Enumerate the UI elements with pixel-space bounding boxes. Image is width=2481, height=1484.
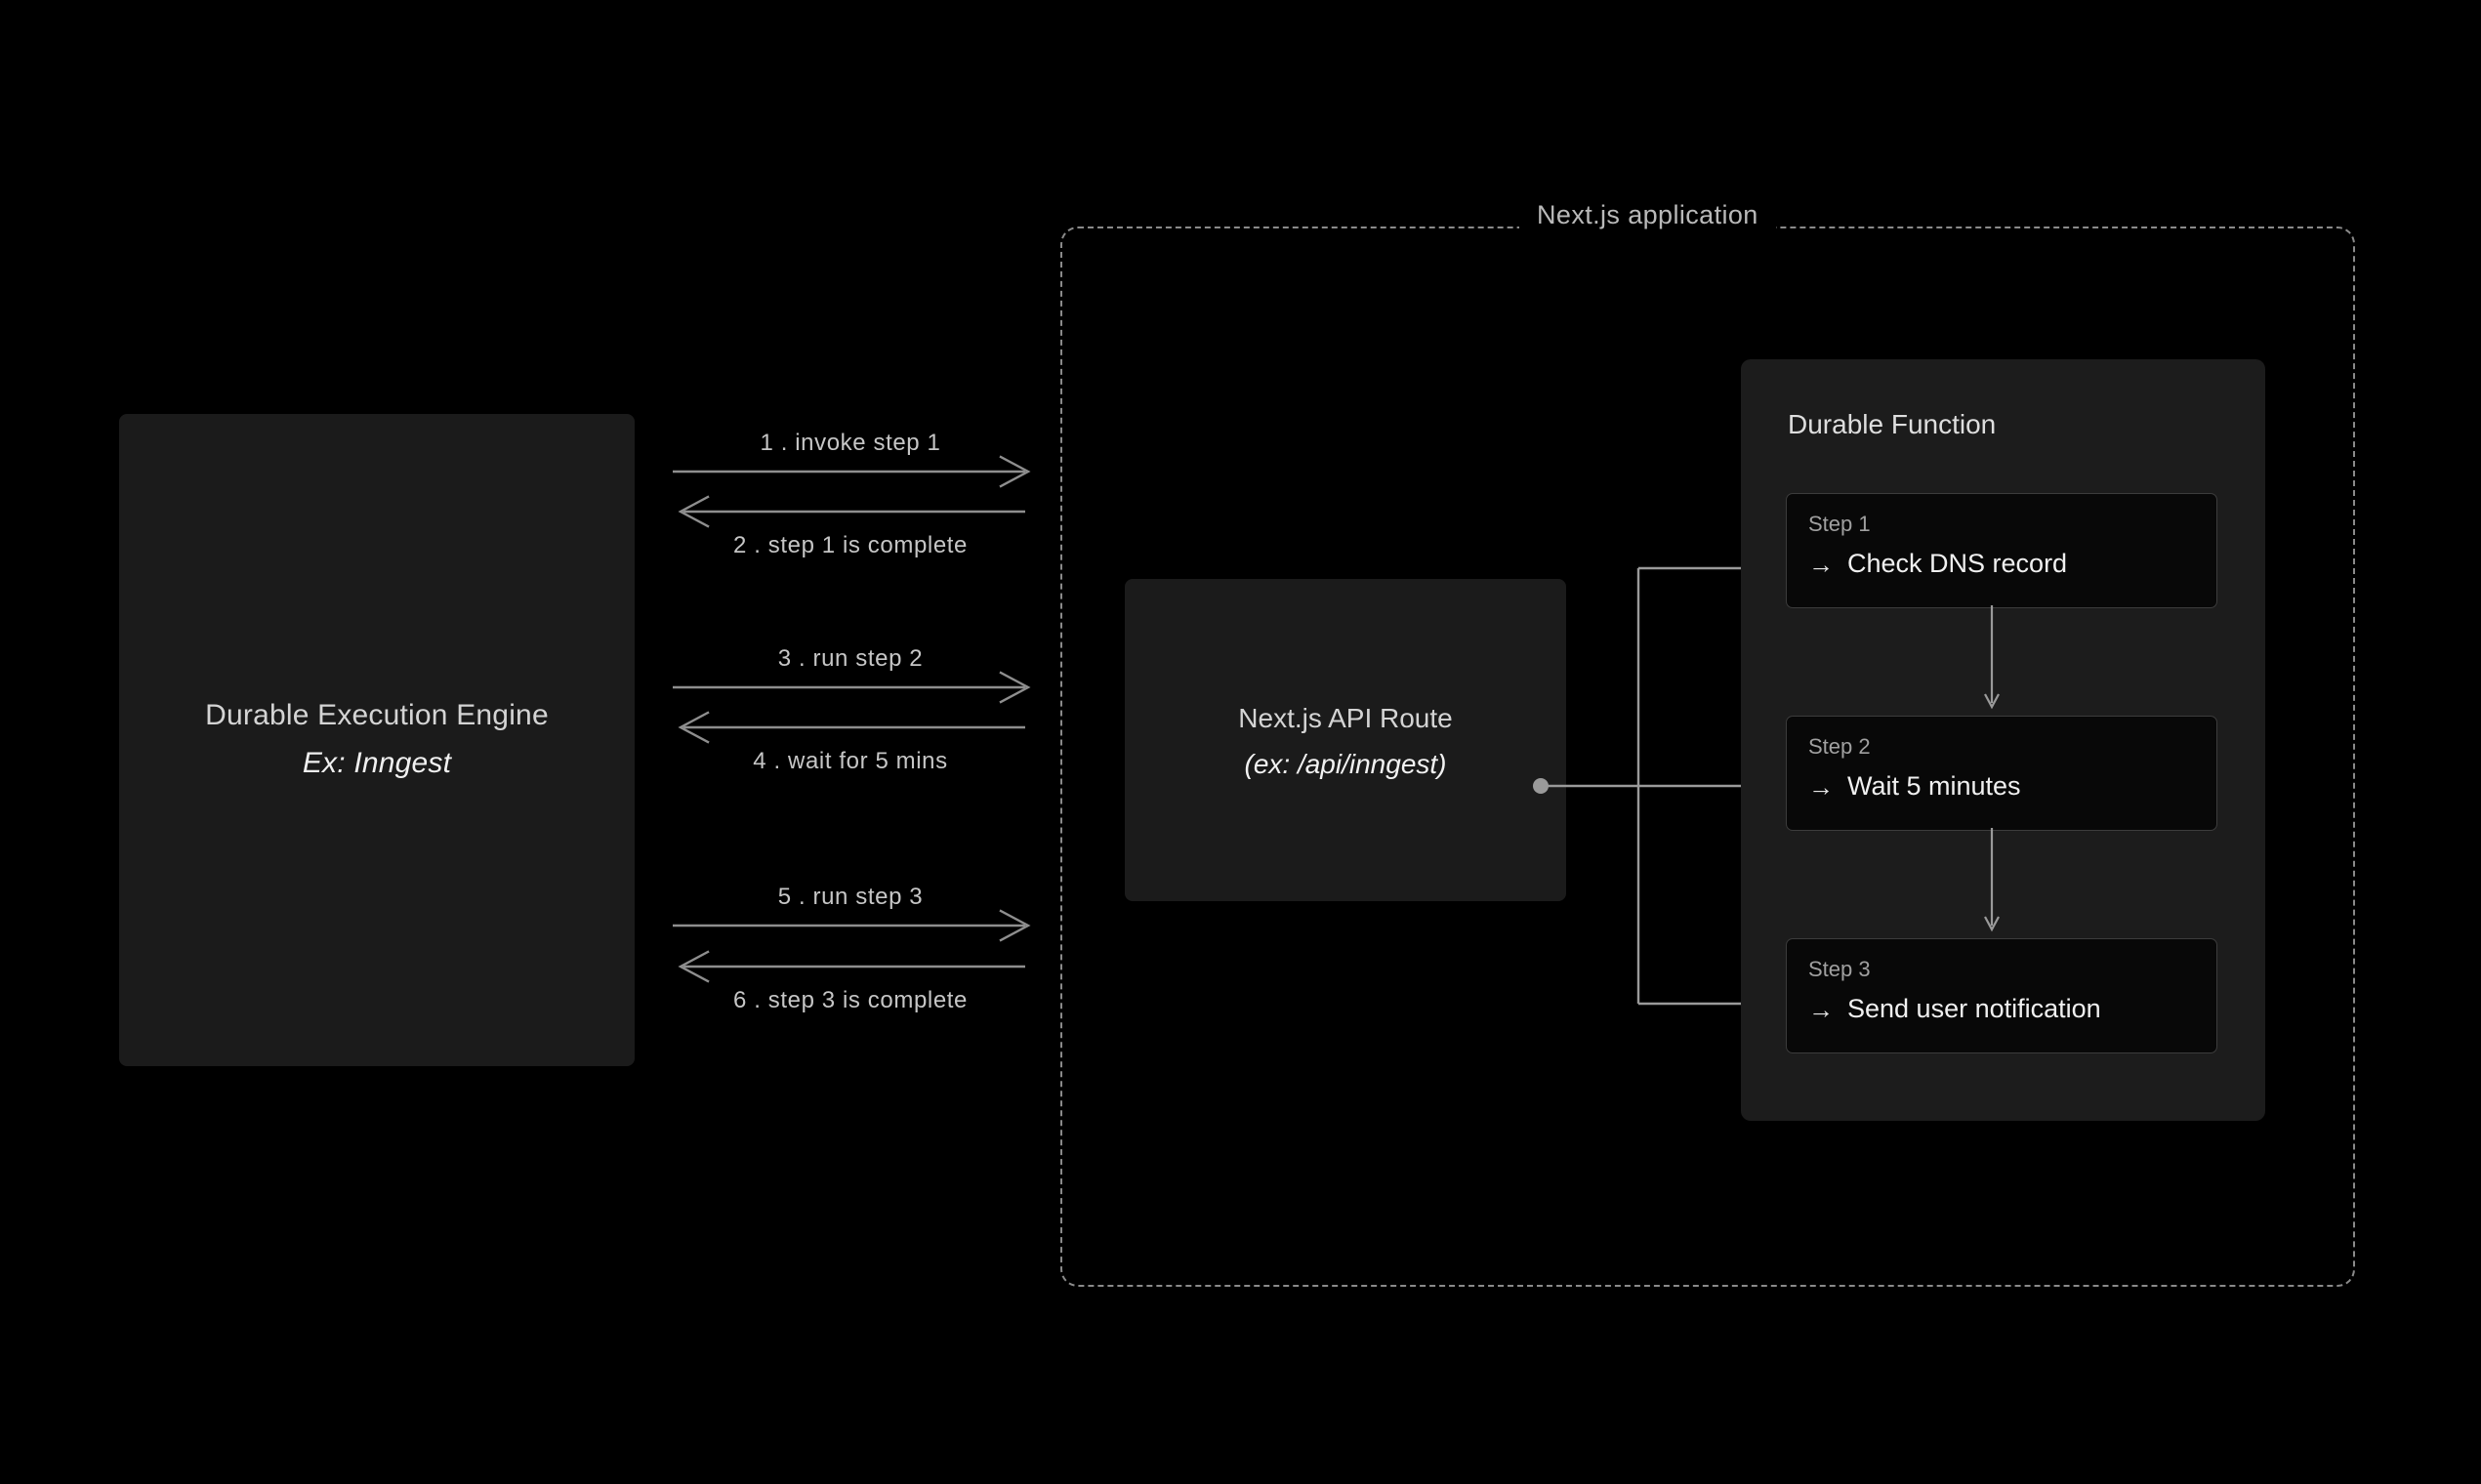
message-label-6: 6 . step 3 is complete [733,987,968,1013]
step-card-1[interactable]: Step 1 → Check DNS record [1786,493,2217,608]
message-arrow-5 [673,909,1031,942]
nextjs-api-route-title: Next.js API Route [1238,703,1453,733]
step-card-2-index: Step 2 [1808,734,1871,759]
durable-function-title: Durable Function [1788,409,1997,439]
step-card-2-text: Wait 5 minutes [1847,771,2021,801]
step-card-3-body: → Send user notification [1808,994,2101,1024]
step-connector-2-3 [1984,828,2000,932]
durable-execution-engine-box [119,414,635,1066]
message-label-1: 1 . invoke step 1 [760,430,941,456]
message-label-3: 3 . run step 2 [777,645,924,672]
message-arrow-4 [678,711,1025,744]
step-card-1-text: Check DNS record [1847,549,2068,578]
arrow-right-icon: → [1808,549,1834,579]
arrow-right-icon: → [1808,994,1834,1024]
message-arrow-6 [678,950,1025,983]
step-connector-1-2 [1984,605,2000,710]
step-card-3-text: Send user notification [1847,994,2101,1023]
step-card-2-body: → Wait 5 minutes [1808,771,2021,802]
message-arrow-2 [678,495,1025,528]
message-label-4: 4 . wait for 5 mins [753,748,948,774]
message-label-2: 2 . step 1 is complete [733,532,968,558]
step-card-1-body: → Check DNS record [1808,549,2067,579]
nextjs-api-route-box [1125,579,1566,901]
message-arrow-1 [673,455,1031,488]
arrow-right-icon: → [1808,771,1834,802]
durable-execution-engine-subtitle: Ex: Inngest [302,747,452,779]
nextjs-api-route-subtitle: (ex: /api/inngest) [1244,749,1447,779]
message-label-5: 5 . run step 3 [777,884,924,910]
step-card-3[interactable]: Step 3 → Send user notification [1786,938,2217,1053]
durable-execution-engine-title: Durable Execution Engine [205,699,549,731]
step-card-1-index: Step 1 [1808,512,1871,536]
step-card-3-index: Step 3 [1808,957,1871,981]
step-card-2[interactable]: Step 2 → Wait 5 minutes [1786,716,2217,831]
nextjs-application-label: Next.js application [1519,201,1776,228]
message-arrow-3 [673,671,1031,704]
